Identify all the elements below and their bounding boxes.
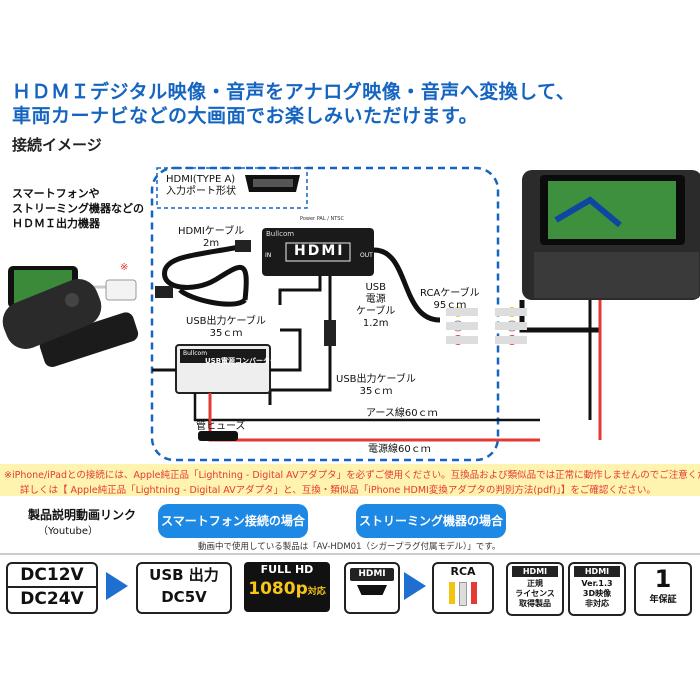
earth-wire (193, 393, 540, 422)
voltage-badge: DC12V DC24V (6, 562, 98, 614)
hdmi-port-badge: HDMI (344, 562, 400, 614)
headline-line2: 車両カーナビなどの大画面でお楽しみいただけます。 (12, 105, 479, 127)
source-devices-label: スマートフォンや ストリーミング機器などの ＨＤＭＩ出力機器 (12, 187, 144, 230)
smartphone-video-button[interactable]: スマートフォン接続の場合 (158, 504, 308, 538)
converter-title: USB電源コンバーター (205, 357, 278, 365)
connection-diagram (2, 166, 700, 462)
note-mark: ※ (120, 262, 129, 273)
video-links-title: 製品説明動画リンク (28, 508, 137, 522)
device-in-label: IN (265, 252, 272, 259)
rca-cable-bundle (373, 247, 441, 323)
hdmi-port-label: HDMI(TYPE A) 入力ポート形状 (166, 174, 236, 197)
converter-brand: Bullcom (183, 350, 208, 357)
video-note: 動画中で使用している製品は「AV-HDM01（シガープラグ付属モデル）」です。 (198, 542, 501, 552)
streaming-stick-icon (39, 312, 139, 368)
arrow-icon-2 (404, 572, 426, 600)
usb-out-cable-top-label: USB出力ケーブル 35ｃｍ (186, 316, 266, 339)
device-brand: Bullcom (266, 230, 295, 238)
lightning-adapter-icon (105, 279, 137, 301)
device-out-label: OUT (360, 252, 373, 259)
version-badge: HDMI Ver.1.3 3D映像 非対応 (568, 562, 626, 616)
usb-output-badge: USB 出力 DC5V (136, 562, 232, 614)
streaming-video-button[interactable]: ストリーミング機器の場合 (356, 504, 506, 538)
device-hdmi-logo: HDMI (294, 243, 345, 259)
rca-cable-label: RCAケーブル 95ｃｍ (420, 288, 480, 311)
hdmi-cable (162, 242, 251, 301)
warranty-badge: 1 年保証 (634, 562, 692, 616)
usb-power-cable (278, 276, 322, 305)
fullhd-badge: FULL HD 1080p対応 (244, 562, 330, 612)
usb-power-cable-label: USB 電源 ケーブル 1.2m (356, 282, 396, 329)
earth-wire-label: アース線60ｃｍ (366, 408, 438, 419)
video-links-subtitle: （Youtube） (38, 526, 98, 537)
warning-line2[interactable]: 詳しくは【 Apple純正品「Lightning - Digital AVアダプ… (20, 485, 656, 496)
rca-plugs-icon (434, 582, 492, 606)
section-title: 接続イメージ (12, 136, 102, 154)
device-top-label: Power PAL / NTSC (300, 216, 344, 222)
hdmi-port-frame (156, 167, 308, 209)
rca-badge: RCA (432, 562, 494, 614)
warning-band: ※iPhone/iPadとの接続には、Apple純正品「Lightning - … (0, 464, 700, 496)
hdmi-connector-icon (357, 585, 387, 595)
hdmi-converter-device (262, 228, 374, 276)
license-badge: HDMI 正規 ライセンス 取得製品 (506, 562, 564, 616)
usb-out-cable-label: USB出力ケーブル 35ｃｍ (336, 374, 416, 397)
fuse-label: 管ヒューズ (196, 421, 246, 432)
fuse-icon (198, 431, 238, 441)
headline-line1: ＨＤＭＩデジタル映像・音声をアナログ映像・音声へ変換して、 (12, 81, 576, 103)
power-wire-label: 電源線60ｃｍ (368, 444, 431, 455)
hdmi-cable-label: HDMIケーブル 2m (178, 226, 245, 249)
warning-line1: ※iPhone/iPadとの接続には、Apple純正品「Lightning - … (4, 470, 700, 481)
arrow-icon-1 (106, 572, 128, 600)
